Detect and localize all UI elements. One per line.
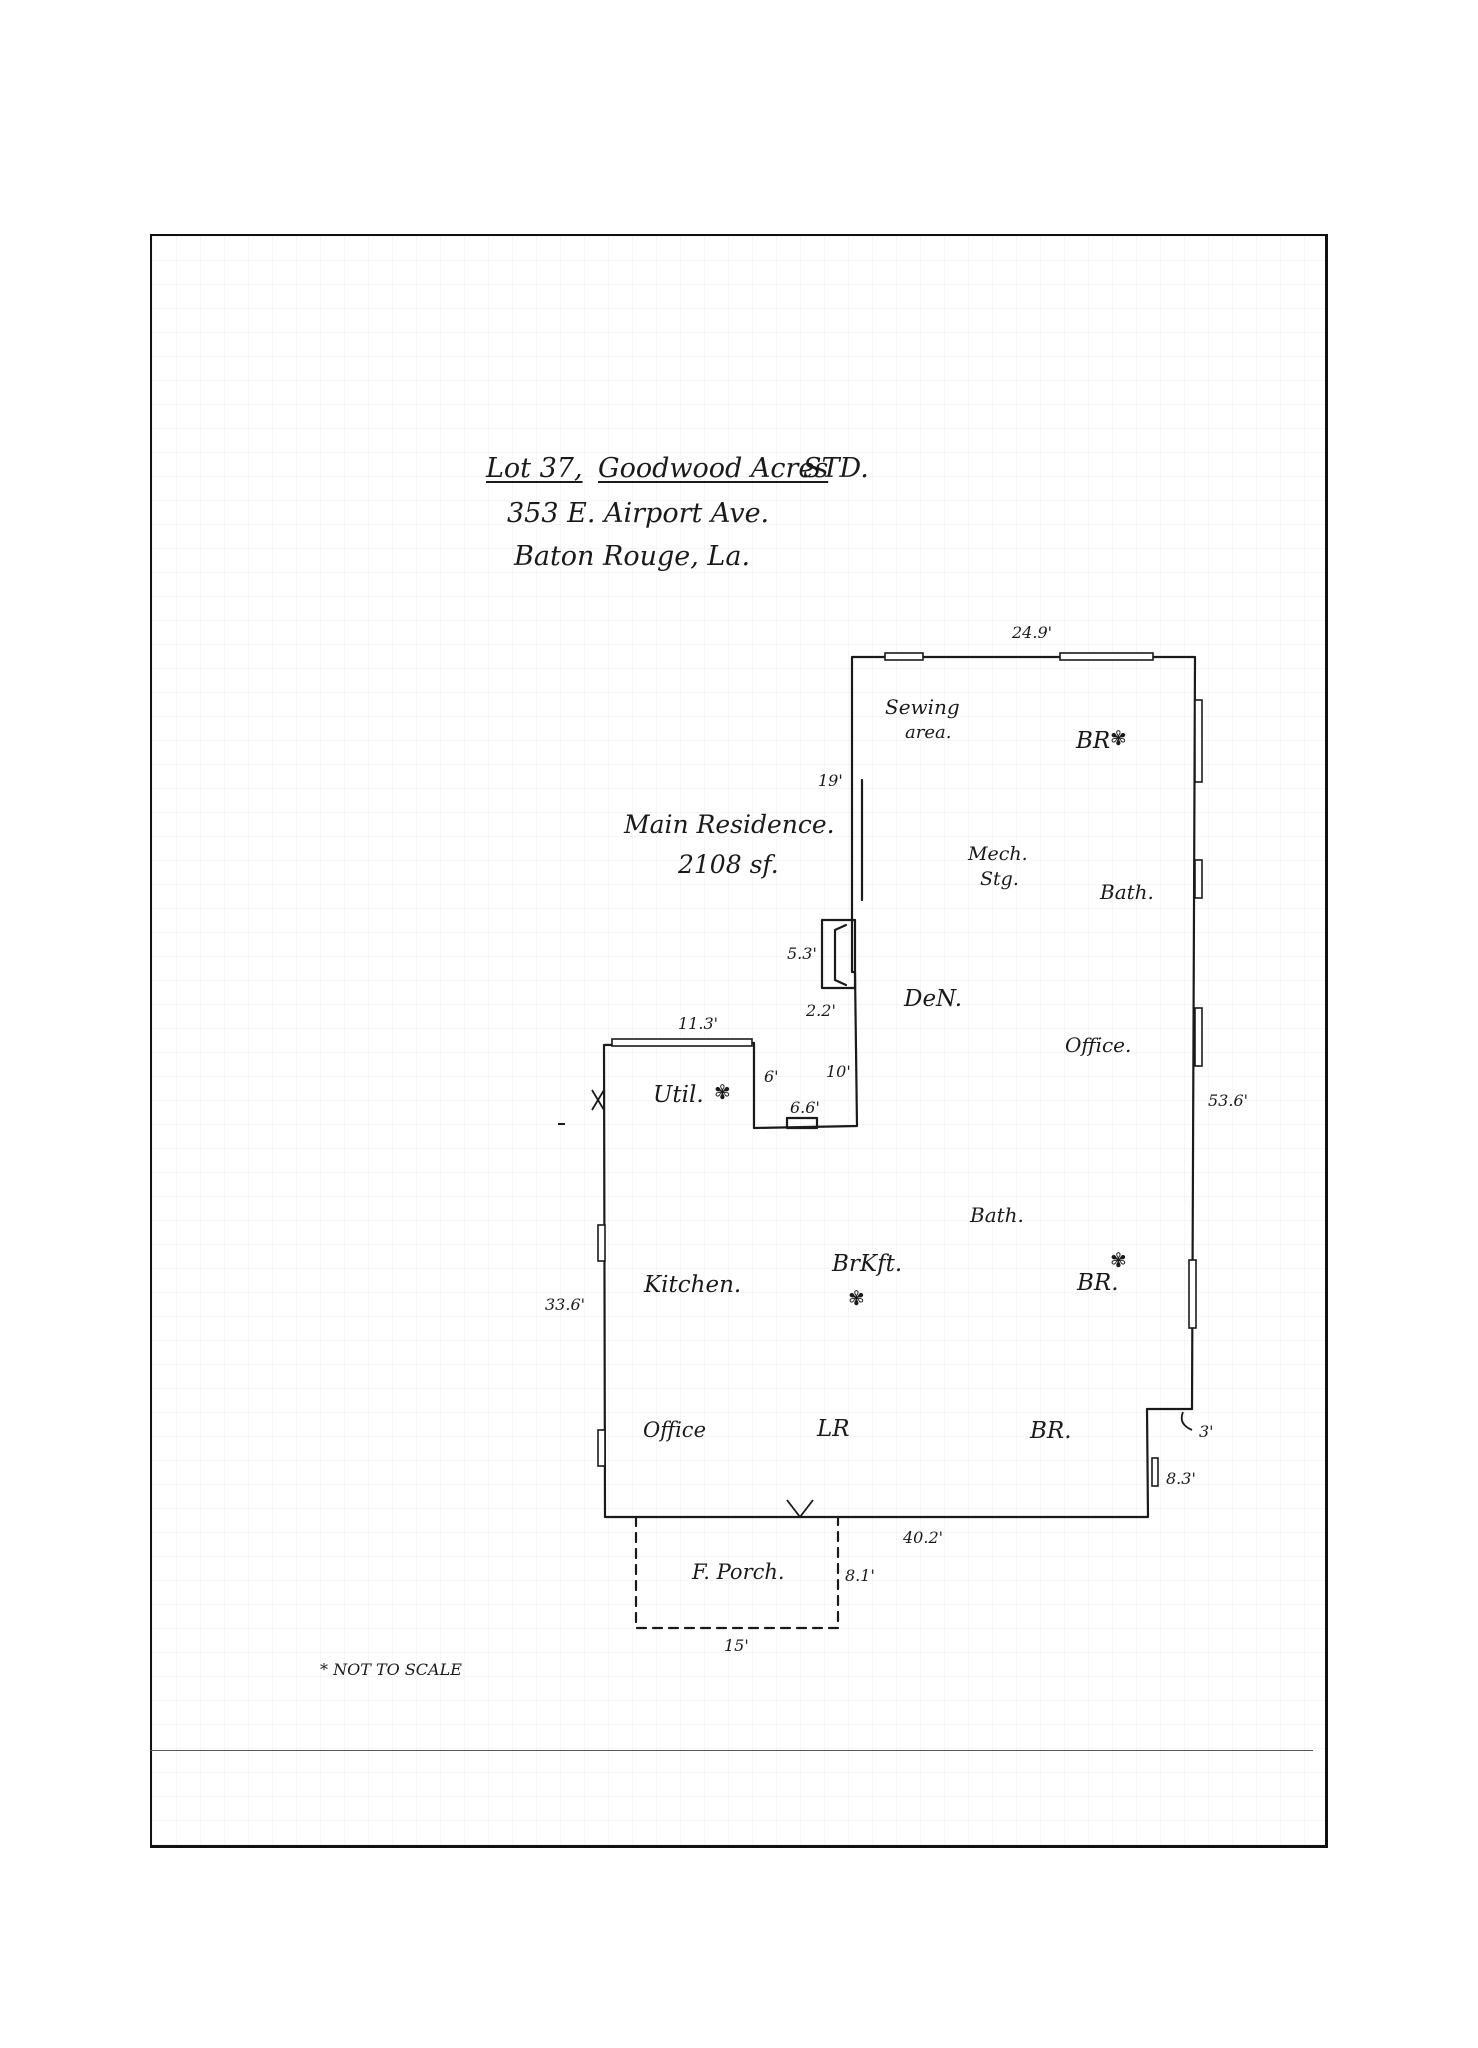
dim-porch-width: 15'	[724, 1636, 749, 1655]
window-util-top	[611, 1038, 753, 1047]
porch-outline	[634, 1515, 840, 1630]
room-mech: Mech.	[968, 843, 1028, 865]
not-to-scale-note: * NOT TO SCALE	[320, 1660, 462, 1679]
room-den: DeN.	[904, 986, 963, 1012]
room-br-mid: BR.	[1077, 1270, 1119, 1296]
room-sewing: Sewing	[885, 695, 960, 719]
window-right-4	[1188, 1259, 1197, 1329]
dim-right-side: 53.6'	[1208, 1091, 1249, 1110]
room-sewing-line2: area.	[905, 722, 952, 743]
dim-left-side: 33.6'	[545, 1295, 586, 1314]
ceiling-fan-icon: ✾	[1110, 1248, 1127, 1272]
window-right-3	[1194, 1007, 1203, 1067]
sheet-bottom-rule	[150, 1750, 1313, 1751]
chimney	[820, 918, 857, 990]
main-residence-label: Main Residence.	[624, 810, 835, 839]
dim-util-depth: 6'	[764, 1067, 779, 1086]
door-swing-icon	[591, 1089, 605, 1111]
main-residence-area: 2108 sf.	[678, 850, 779, 879]
window-left-1	[597, 1224, 606, 1262]
header-street: 353 E. Airport Ave.	[507, 498, 770, 529]
dim-notch-height: 8.3'	[1166, 1469, 1196, 1488]
dim-left-upper: 19'	[818, 771, 843, 790]
room-porch: F. Porch.	[692, 1560, 785, 1584]
room-mech-line2: Stg.	[980, 868, 1019, 890]
room-office-left: Office	[643, 1418, 706, 1442]
ceiling-fan-icon: ✾	[1110, 726, 1127, 750]
header-subdivision-suffix: STD.	[803, 453, 869, 484]
closet-box	[785, 1116, 819, 1130]
ceiling-fan-icon: ✾	[714, 1080, 731, 1104]
header-lot: Lot 37,	[486, 453, 583, 484]
room-kitchen: Kitchen.	[644, 1272, 742, 1298]
window-notch	[1151, 1457, 1159, 1487]
dim-chimney: 5.3'	[787, 944, 817, 963]
header-city: Baton Rouge, La.	[514, 541, 751, 572]
room-lr: LR	[817, 1416, 850, 1442]
room-bath-top: Bath.	[1100, 880, 1154, 904]
dim-ten: 10'	[826, 1062, 851, 1081]
window-left-2	[597, 1429, 606, 1467]
room-util: Util.	[653, 1082, 704, 1108]
dim-util-width: 11.3'	[678, 1014, 719, 1033]
header-subdivision: Goodwood Acres	[598, 453, 829, 484]
door-swing-icon	[786, 1499, 814, 1518]
dim-closet: 6.6'	[790, 1098, 820, 1117]
dim-bottom-width: 40.2'	[903, 1528, 944, 1547]
dim-top-width: 24.9'	[1012, 623, 1053, 642]
room-brkft: BrKft.	[832, 1251, 903, 1277]
window-right-1	[1194, 699, 1203, 783]
ceiling-fan-icon: ✾	[848, 1286, 865, 1310]
room-bath-mid: Bath.	[970, 1203, 1024, 1227]
dim-porch-depth: 8.1'	[845, 1566, 875, 1585]
room-br-top: BR	[1076, 728, 1111, 754]
door-swing-icon	[1180, 1411, 1193, 1431]
window-top-right	[1059, 652, 1154, 661]
dim-offset-small: 2.2'	[806, 1001, 836, 1020]
room-br-bottom: BR.	[1030, 1418, 1072, 1444]
window-top-left	[884, 652, 924, 661]
room-office-right: Office.	[1065, 1033, 1132, 1057]
dim-notch-width: 3'	[1199, 1422, 1214, 1441]
window-right-2	[1194, 859, 1203, 899]
